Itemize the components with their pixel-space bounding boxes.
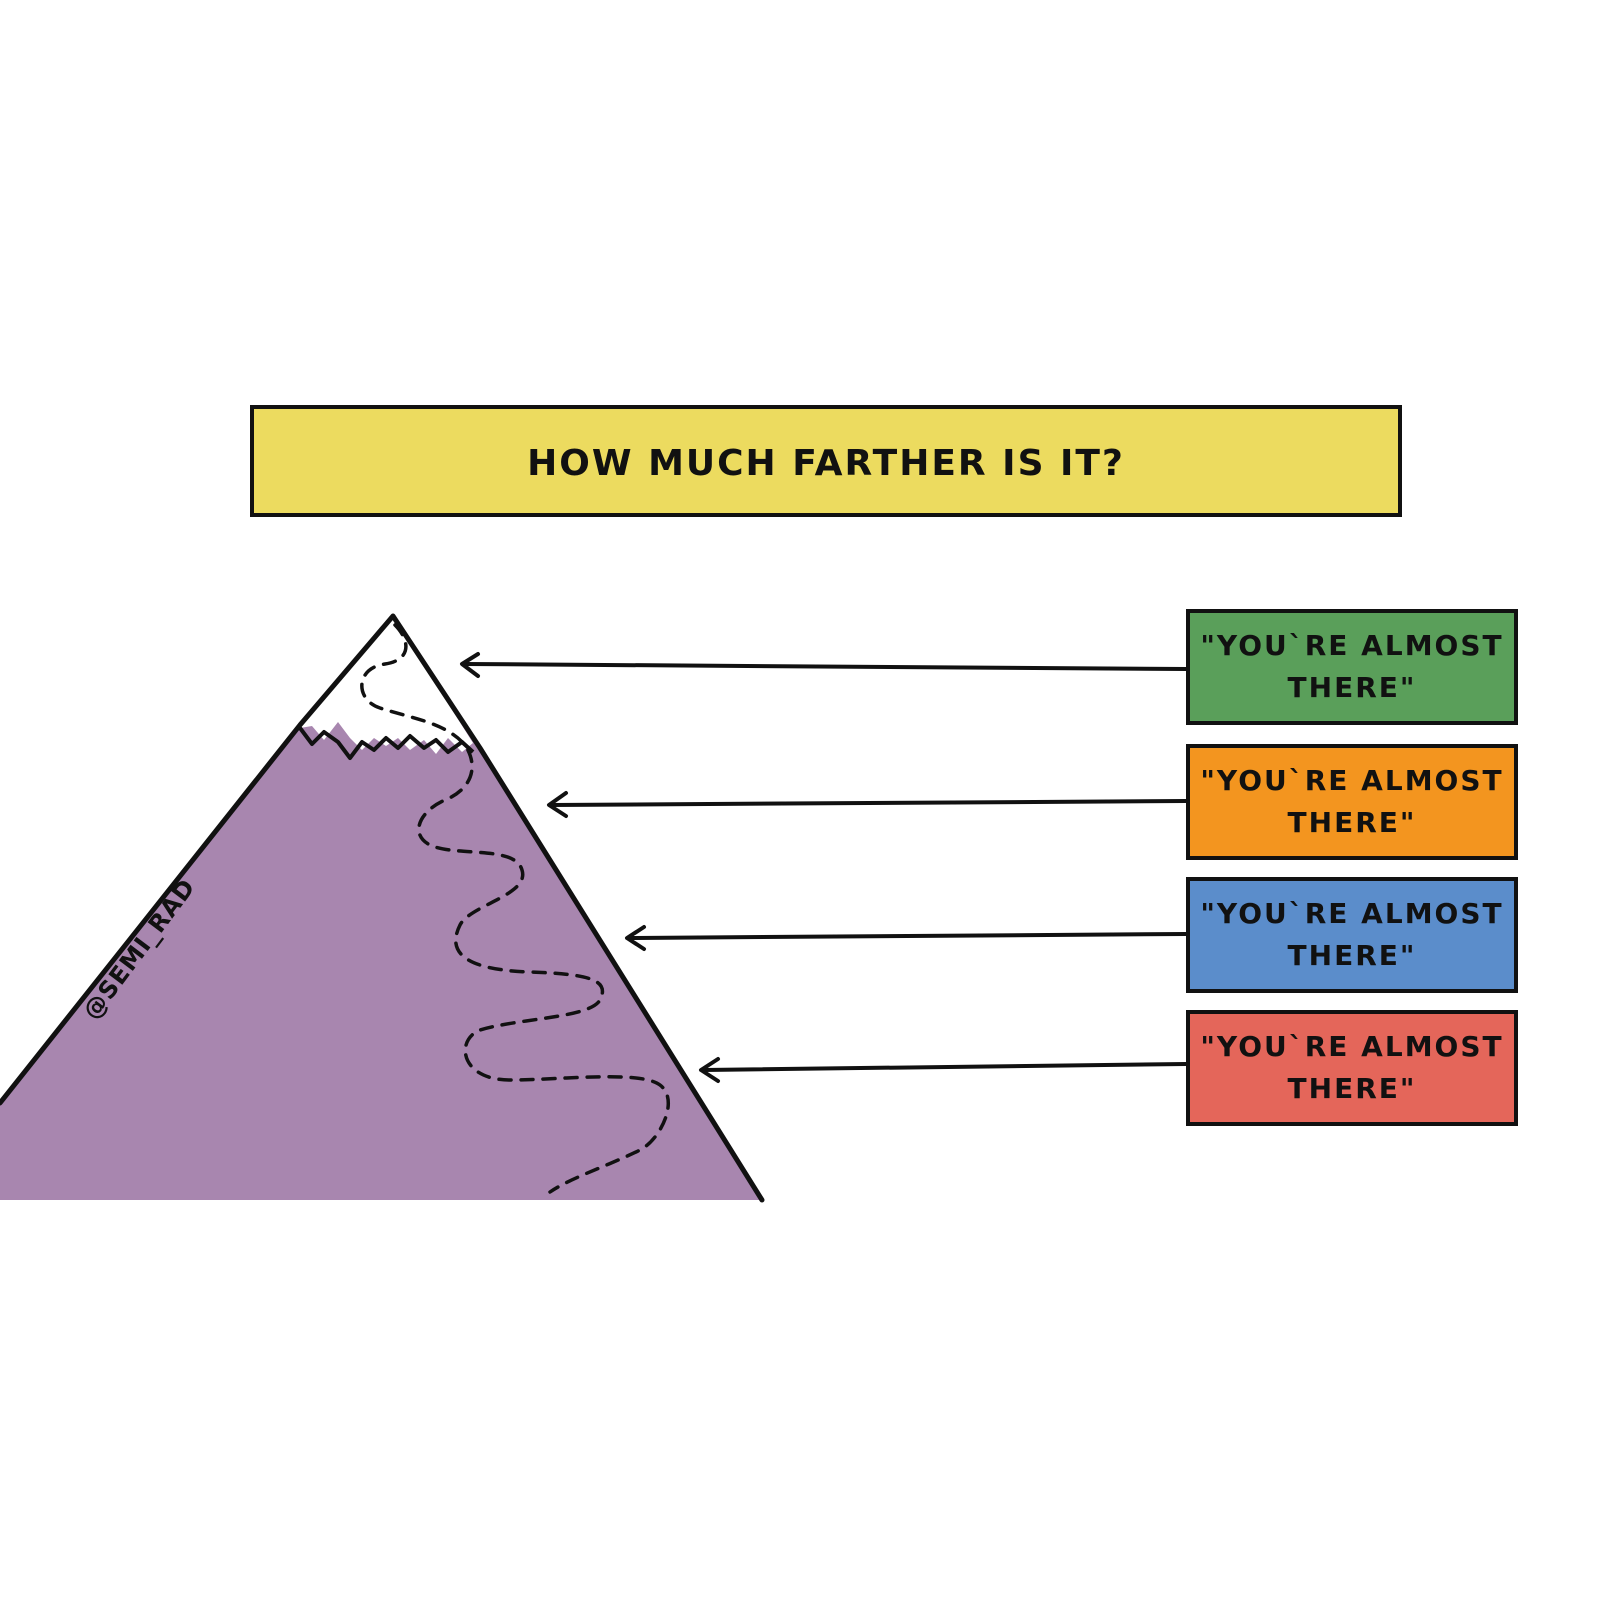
label-line-2: THERE" <box>1287 939 1417 972</box>
label-line-1: "YOU`RE ALMOST <box>1200 897 1504 930</box>
label-line-1: "YOU`RE ALMOST <box>1200 629 1504 662</box>
arrow-3 <box>625 925 1188 951</box>
title-text: HOW MUCH FARTHER IS IT? <box>527 442 1125 484</box>
snow-cap <box>300 616 473 754</box>
mountain-outline <box>0 613 765 1203</box>
label-line-2: THERE" <box>1287 671 1417 704</box>
label-box-green: "YOU`RE ALMOST THERE" <box>1186 609 1518 725</box>
snow-line <box>298 726 475 760</box>
label-box-red: "YOU`RE ALMOST THERE" <box>1186 1010 1518 1126</box>
label-line-2: THERE" <box>1287 806 1417 839</box>
arrow-2 <box>547 791 1188 818</box>
mountain-body <box>0 616 762 1200</box>
label-line-2: THERE" <box>1287 1072 1417 1105</box>
arrow-1 <box>460 652 1188 678</box>
label-line-1: "YOU`RE ALMOST <box>1200 1030 1504 1063</box>
label-box-orange: "YOU`RE ALMOST THERE" <box>1186 744 1518 860</box>
label-box-blue: "YOU`RE ALMOST THERE" <box>1186 877 1518 993</box>
label-line-1: "YOU`RE ALMOST <box>1200 764 1504 797</box>
arrow-4 <box>699 1057 1188 1083</box>
title-banner: HOW MUCH FARTHER IS IT? <box>250 405 1402 517</box>
trail-path <box>360 623 671 1194</box>
